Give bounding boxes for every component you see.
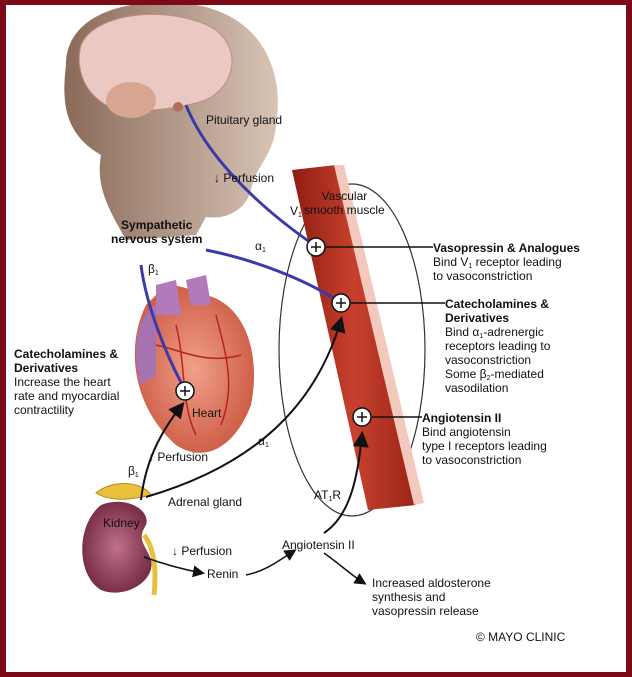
angiotensin-annotation: Angiotensin II Bind angiotensin type I r… (422, 411, 547, 467)
catecholamines-heart-annotation: Catecholamines & Derivatives Increase th… (14, 347, 120, 417)
adrenal-gland-label: Adrenal gland (168, 495, 243, 509)
angiotensin-ii-label: Angiotensin II (282, 538, 355, 552)
plus-icon (306, 237, 326, 257)
sympathetic-heart-pathway (139, 264, 186, 389)
angiotensin-to-aldosterone-arrow (323, 552, 367, 585)
angiotensin-to-vessel-arrow (323, 431, 369, 534)
kidney-illustration (82, 483, 158, 596)
alpha1-top-label: α1 (255, 239, 266, 254)
plus-icon (331, 293, 351, 313)
head-illustration (64, 5, 278, 240)
vasopressin-annotation: Vasopressin & Analogues Bind V1 receptor… (433, 241, 580, 283)
beta1-top-label: β1 (148, 262, 159, 277)
illustration (64, 5, 445, 596)
vasopressin-pathway (184, 104, 315, 247)
adrenal-to-heart-arrow (140, 401, 185, 501)
pituitary-label: Pituitary gland (206, 113, 283, 127)
vessel-inset-ellipse (278, 183, 426, 517)
plus-icon (352, 407, 372, 427)
heart-label: Heart (192, 406, 222, 420)
beta1-bottom-label: β1 (128, 464, 139, 479)
catecholamines-vessel-annotation: Catecholamines & Derivatives Bind α1-adr… (445, 297, 551, 395)
kidney-to-renin-arrow (143, 556, 205, 578)
v1-label: V1 (290, 204, 302, 219)
alpha1-mid-label: α1 (258, 434, 269, 449)
perfusion-heart-label: ↓ Perfusion (148, 450, 209, 464)
plus-icon (175, 381, 195, 401)
kidney-label: Kidney (103, 516, 140, 530)
at1r-label: AT1R (314, 488, 342, 503)
perfusion-kidney-label: ↓ Perfusion (172, 544, 233, 558)
perfusion-head-label: ↓ Perfusion (214, 171, 275, 185)
adrenal-to-vessel-arrow (145, 316, 346, 498)
copyright-label: © MAYO CLINIC (476, 630, 566, 644)
renin-to-angiotensin-arrow (245, 549, 297, 576)
heart-illustration (134, 275, 254, 453)
renin-label: Renin (207, 567, 239, 581)
sympathetic-vessel-pathway (205, 248, 339, 303)
